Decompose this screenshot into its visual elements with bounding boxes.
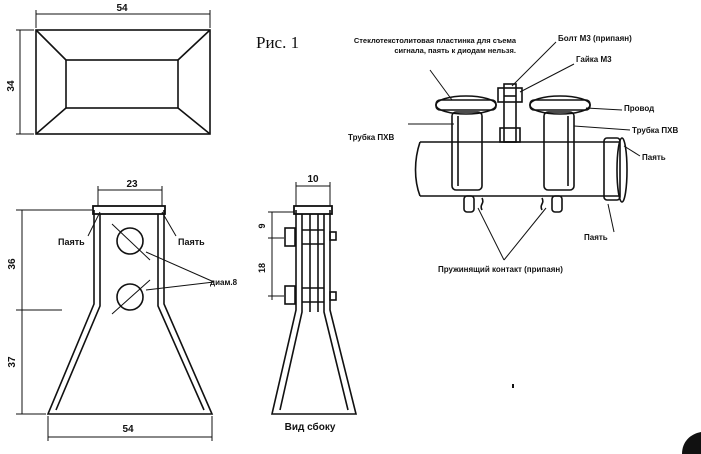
assembly-pvc-right: Трубка ПХВ [632, 126, 679, 135]
assembly-solder-right: Паять [642, 153, 666, 162]
front-view-solder-right: Паять [178, 237, 205, 247]
side-view [268, 182, 358, 415]
assembly-pvc-left: Трубка ПХВ [348, 133, 395, 142]
scan-mark-dot [512, 384, 514, 388]
assembly-left-cylinder [451, 111, 483, 191]
top-view-inner-frame [65, 59, 179, 109]
scan-mark-corner [682, 432, 701, 454]
assembly-wire-label: Провод [624, 104, 654, 113]
side-view-caption: Вид сбоку [285, 421, 336, 433]
assembly-bolt-nut [497, 87, 523, 103]
side-view-diode-lower [284, 285, 296, 305]
top-view-height-dim: 34 [6, 80, 17, 92]
assembly-plate-label-box: Стеклотекстолитовая пластинка для съема … [353, 36, 516, 55]
front-view-top-width-dim: 23 [126, 179, 138, 190]
side-view-diode-upper [284, 227, 296, 247]
assembly-nut-label: Гайка М3 [576, 55, 612, 64]
front-view-top-rim [92, 205, 166, 215]
assembly-plate-label: Стеклотекстолитовая пластинка для съема … [353, 36, 516, 55]
top-view [16, 10, 211, 135]
front-view-upper-height-dim: 36 [7, 258, 18, 270]
front-view [16, 186, 215, 441]
assembly-view [408, 41, 641, 261]
front-view-bottom-width-dim: 54 [122, 424, 134, 435]
side-view-dim-18: 18 [257, 263, 267, 273]
assembly-bolt-label: Болт М3 (припаян) [558, 34, 632, 43]
front-view-hole-diameter: диам.8 [210, 278, 238, 287]
front-view-hole-lower [116, 283, 144, 311]
assembly-solder-bottom: Паять [584, 233, 608, 242]
front-view-solder-left: Паять [58, 237, 85, 247]
side-view-top-dim: 10 [307, 174, 319, 185]
top-view-width-dim: 54 [116, 3, 128, 14]
front-view-hole-upper [116, 227, 144, 255]
front-view-lower-height-dim: 37 [7, 356, 18, 368]
assembly-right-cylinder [543, 111, 575, 191]
side-view-dim-9: 9 [257, 223, 267, 228]
figure-label: Рис. 1 [256, 33, 299, 52]
assembly-spring-contact: Пружинящий контакт (припаян) [438, 265, 563, 274]
top-view-outer-frame [35, 29, 211, 135]
assembly-right-collar [603, 137, 621, 201]
assembly-bolt [503, 83, 517, 143]
